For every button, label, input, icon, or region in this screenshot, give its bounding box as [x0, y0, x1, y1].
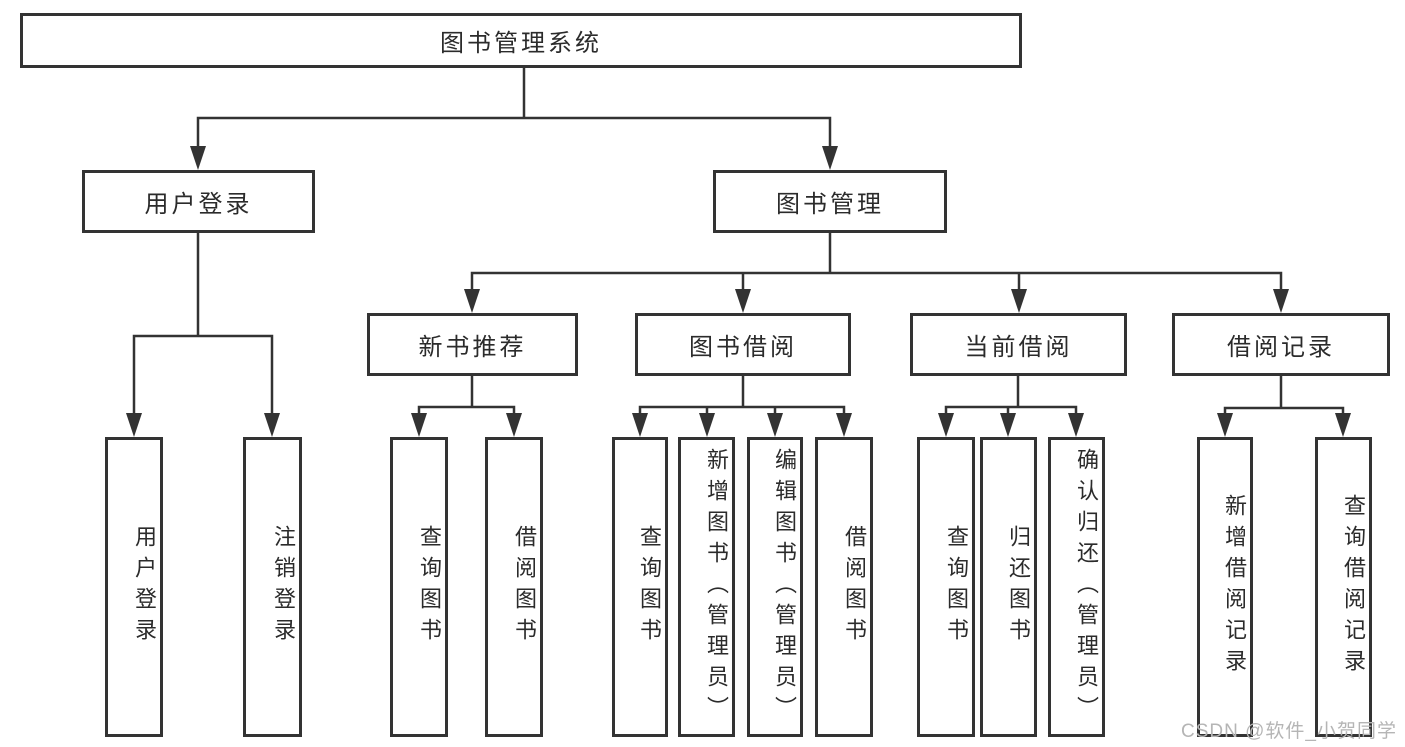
- connector-new-book-recommend: [417, 374, 516, 419]
- arrowhead-icon: [1273, 289, 1289, 313]
- connector-user-login: [132, 231, 274, 419]
- leaf-node-confirm-return-admin: 确认归还（管理员）: [1048, 437, 1105, 737]
- leaf-node-edit-books-admin: 编辑图书（管理员）: [747, 437, 803, 737]
- connector-book-borrow: [638, 374, 846, 419]
- arrowhead-icon: [632, 413, 648, 437]
- leaf-node-add-borrow-record: 新增借阅记录: [1197, 437, 1253, 737]
- leaf-node-add-books-admin: 新增图书（管理员）: [678, 437, 735, 737]
- leaf-node-return-books: 归还图书: [980, 437, 1037, 737]
- leaf-node-query-borrow-record: 查询借阅记录: [1315, 437, 1372, 737]
- arrowhead-icon: [411, 413, 427, 437]
- leaf-node-borrow-books-recommend: 借阅图书: [485, 437, 543, 737]
- arrowhead-icon: [1217, 413, 1233, 437]
- arrowhead-icon: [836, 413, 852, 437]
- leaf-node-user-login: 用户登录: [105, 437, 163, 737]
- connector-borrow-records: [1223, 374, 1345, 419]
- arrowhead-icon: [699, 413, 715, 437]
- csdn-watermark: CSDN @软件_小贺同学: [1181, 721, 1397, 742]
- arrowhead-icon: [1335, 413, 1351, 437]
- arrowhead-icon: [1068, 413, 1084, 437]
- arrowhead-icon: [822, 146, 838, 170]
- arrowheads: [126, 146, 1351, 437]
- node-root: 图书管理系统: [20, 13, 1022, 68]
- leaf-node-logout: 注销登录: [243, 437, 302, 737]
- arrowhead-icon: [735, 289, 751, 313]
- leaf-node-borrow-books: 借阅图书: [815, 437, 873, 737]
- node-new-book-recommend: 新书推荐: [367, 313, 578, 376]
- arrowhead-icon: [767, 413, 783, 437]
- connector-root: [196, 66, 832, 152]
- node-current-borrow: 当前借阅: [910, 313, 1127, 376]
- arrowhead-icon: [506, 413, 522, 437]
- node-borrow-records: 借阅记录: [1172, 313, 1390, 376]
- connector-book-management: [470, 230, 1283, 295]
- arrowhead-icon: [264, 413, 280, 437]
- leaf-node-query-books-borrow: 查询图书: [612, 437, 668, 737]
- arrowhead-icon: [126, 413, 142, 437]
- arrowhead-icon: [1011, 289, 1027, 313]
- connector-current-borrow: [944, 374, 1078, 419]
- leaf-node-query-books-current: 查询图书: [917, 437, 975, 737]
- node-book-management: 图书管理: [713, 170, 947, 233]
- arrowhead-icon: [938, 413, 954, 437]
- arrowhead-icon: [190, 146, 206, 170]
- arrowhead-icon: [1000, 413, 1016, 437]
- node-user-login: 用户登录: [82, 170, 315, 233]
- node-book-borrow: 图书借阅: [635, 313, 851, 376]
- leaf-node-query-books-recommend: 查询图书: [390, 437, 448, 737]
- arrowhead-icon: [464, 289, 480, 313]
- connector-paths: [132, 66, 1345, 419]
